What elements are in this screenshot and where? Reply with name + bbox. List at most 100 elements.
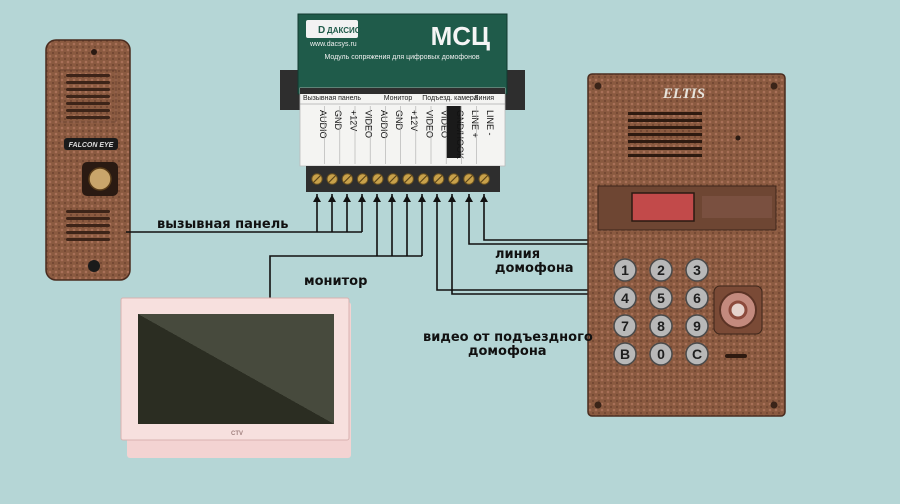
keypad-key-label: 1 — [621, 262, 629, 278]
label-call-panel: вызывная панель — [157, 217, 288, 232]
speaker-grille — [59, 69, 117, 123]
screw-tl — [594, 82, 602, 90]
screw-slot — [373, 175, 382, 183]
interface-module: D ДАКСИС www.dacsys.ru МСЦ Модуль сопряж… — [280, 13, 525, 192]
entrance-speaker-grille — [628, 112, 702, 157]
keypad-key — [685, 286, 709, 310]
keypad-key — [649, 286, 673, 310]
screw-slot — [449, 175, 458, 183]
pin-label-highlight — [446, 106, 461, 158]
label-line-1: линия — [495, 247, 540, 262]
label-video-1: видео от подъездного — [423, 330, 593, 345]
label-video-2: домофона — [468, 344, 547, 359]
keypad-key-label: 6 — [693, 290, 701, 306]
arrow-head — [328, 195, 336, 202]
screw-slot — [313, 175, 321, 183]
keypad-key-label: 4 — [621, 290, 629, 306]
arrow-head — [388, 195, 396, 202]
pin-label: AUDIO — [318, 110, 328, 139]
keypad-key-label: 2 — [657, 262, 665, 278]
sticker-top-band — [300, 88, 505, 94]
group-label-call-panel: Вызывная панель — [303, 95, 361, 102]
keypad-key — [649, 314, 673, 338]
keypad-key — [613, 314, 637, 338]
keypad-key — [649, 258, 673, 282]
pin-label: GND — [333, 110, 343, 131]
screw-slot — [358, 175, 367, 183]
rfid-reader-center — [728, 300, 748, 320]
arrow-head — [465, 195, 473, 202]
label-monitor: монитор — [304, 274, 367, 289]
mount-ear-left — [280, 70, 300, 110]
pin-label: +12V — [409, 110, 419, 131]
pin-label: GND — [394, 110, 404, 131]
monitor-brand: CTV — [231, 431, 243, 437]
label-line-2: домофона — [495, 261, 574, 276]
keypad-key — [685, 342, 709, 366]
module-subtitle: Модуль сопряжения для цифровых домофонов — [324, 54, 479, 61]
keypad-key-label: 7 — [621, 318, 629, 334]
arrow-head — [433, 195, 441, 202]
call-panel-brand: FALCON EYE — [69, 142, 114, 149]
wiring — [126, 194, 596, 298]
monitor-device: CTV — [120, 297, 351, 458]
module-brand: ДАКСИС — [327, 26, 361, 35]
pin-label: VIDEO — [440, 110, 450, 138]
screw-slot — [480, 175, 489, 183]
pin-label: VIDEO — [424, 110, 434, 138]
terminal-arrows — [313, 195, 488, 202]
screw-slot — [465, 175, 473, 183]
arrow-head — [403, 195, 411, 202]
pin-label: +12V — [348, 110, 358, 131]
keypad-key-label: 3 — [693, 262, 701, 278]
pin-label: GND/HOOK — [455, 110, 465, 159]
keypad-key — [613, 286, 637, 310]
keypad-key — [685, 258, 709, 282]
module-model: МСЦ — [431, 21, 490, 51]
screw-slot — [328, 175, 337, 183]
display-bezel-right — [702, 196, 772, 218]
arrow-head — [313, 195, 321, 202]
screw-tr — [770, 82, 778, 90]
pin-label: LINE - — [485, 110, 495, 136]
arrow-head — [418, 195, 426, 202]
arrow-head — [448, 195, 456, 202]
keypad-key-label: 0 — [657, 346, 665, 362]
mount-ear-right — [505, 70, 525, 110]
group-label-line: Линия — [474, 95, 494, 102]
screw-slot — [434, 175, 443, 183]
logo-mark: D — [318, 25, 325, 36]
arrow-head — [373, 195, 381, 202]
entrance-panel-brand: ELTIS — [662, 86, 705, 102]
arrow-head — [343, 195, 351, 202]
screw-slot — [404, 175, 413, 183]
module-website: www.dacsys.ru — [309, 41, 357, 48]
camera-lens — [91, 49, 97, 55]
call-button — [88, 167, 112, 191]
wire-monitor — [269, 194, 423, 298]
screw-br — [770, 401, 778, 409]
wire-entrance-video — [436, 194, 596, 295]
terminal-screws — [311, 173, 490, 185]
brand-logo-box — [306, 20, 358, 38]
call-panel-device: FALCON EYE — [45, 39, 131, 281]
keypad-key — [685, 314, 709, 338]
pin-label: AUDIO — [379, 110, 389, 139]
brand-plate — [64, 138, 118, 150]
screw-bl — [594, 401, 602, 409]
keypad-key — [613, 258, 637, 282]
entrance-display — [631, 192, 695, 222]
arrow-head — [480, 195, 488, 202]
led-slot — [725, 354, 747, 358]
pin-label: LINE + — [470, 110, 480, 138]
screw-slot — [419, 175, 428, 183]
microphone-hole — [735, 135, 741, 141]
keypad-key — [649, 342, 673, 366]
wire-intercom-line — [468, 194, 596, 245]
arrow-head — [358, 195, 366, 202]
keypad-key-label: 9 — [693, 318, 701, 334]
